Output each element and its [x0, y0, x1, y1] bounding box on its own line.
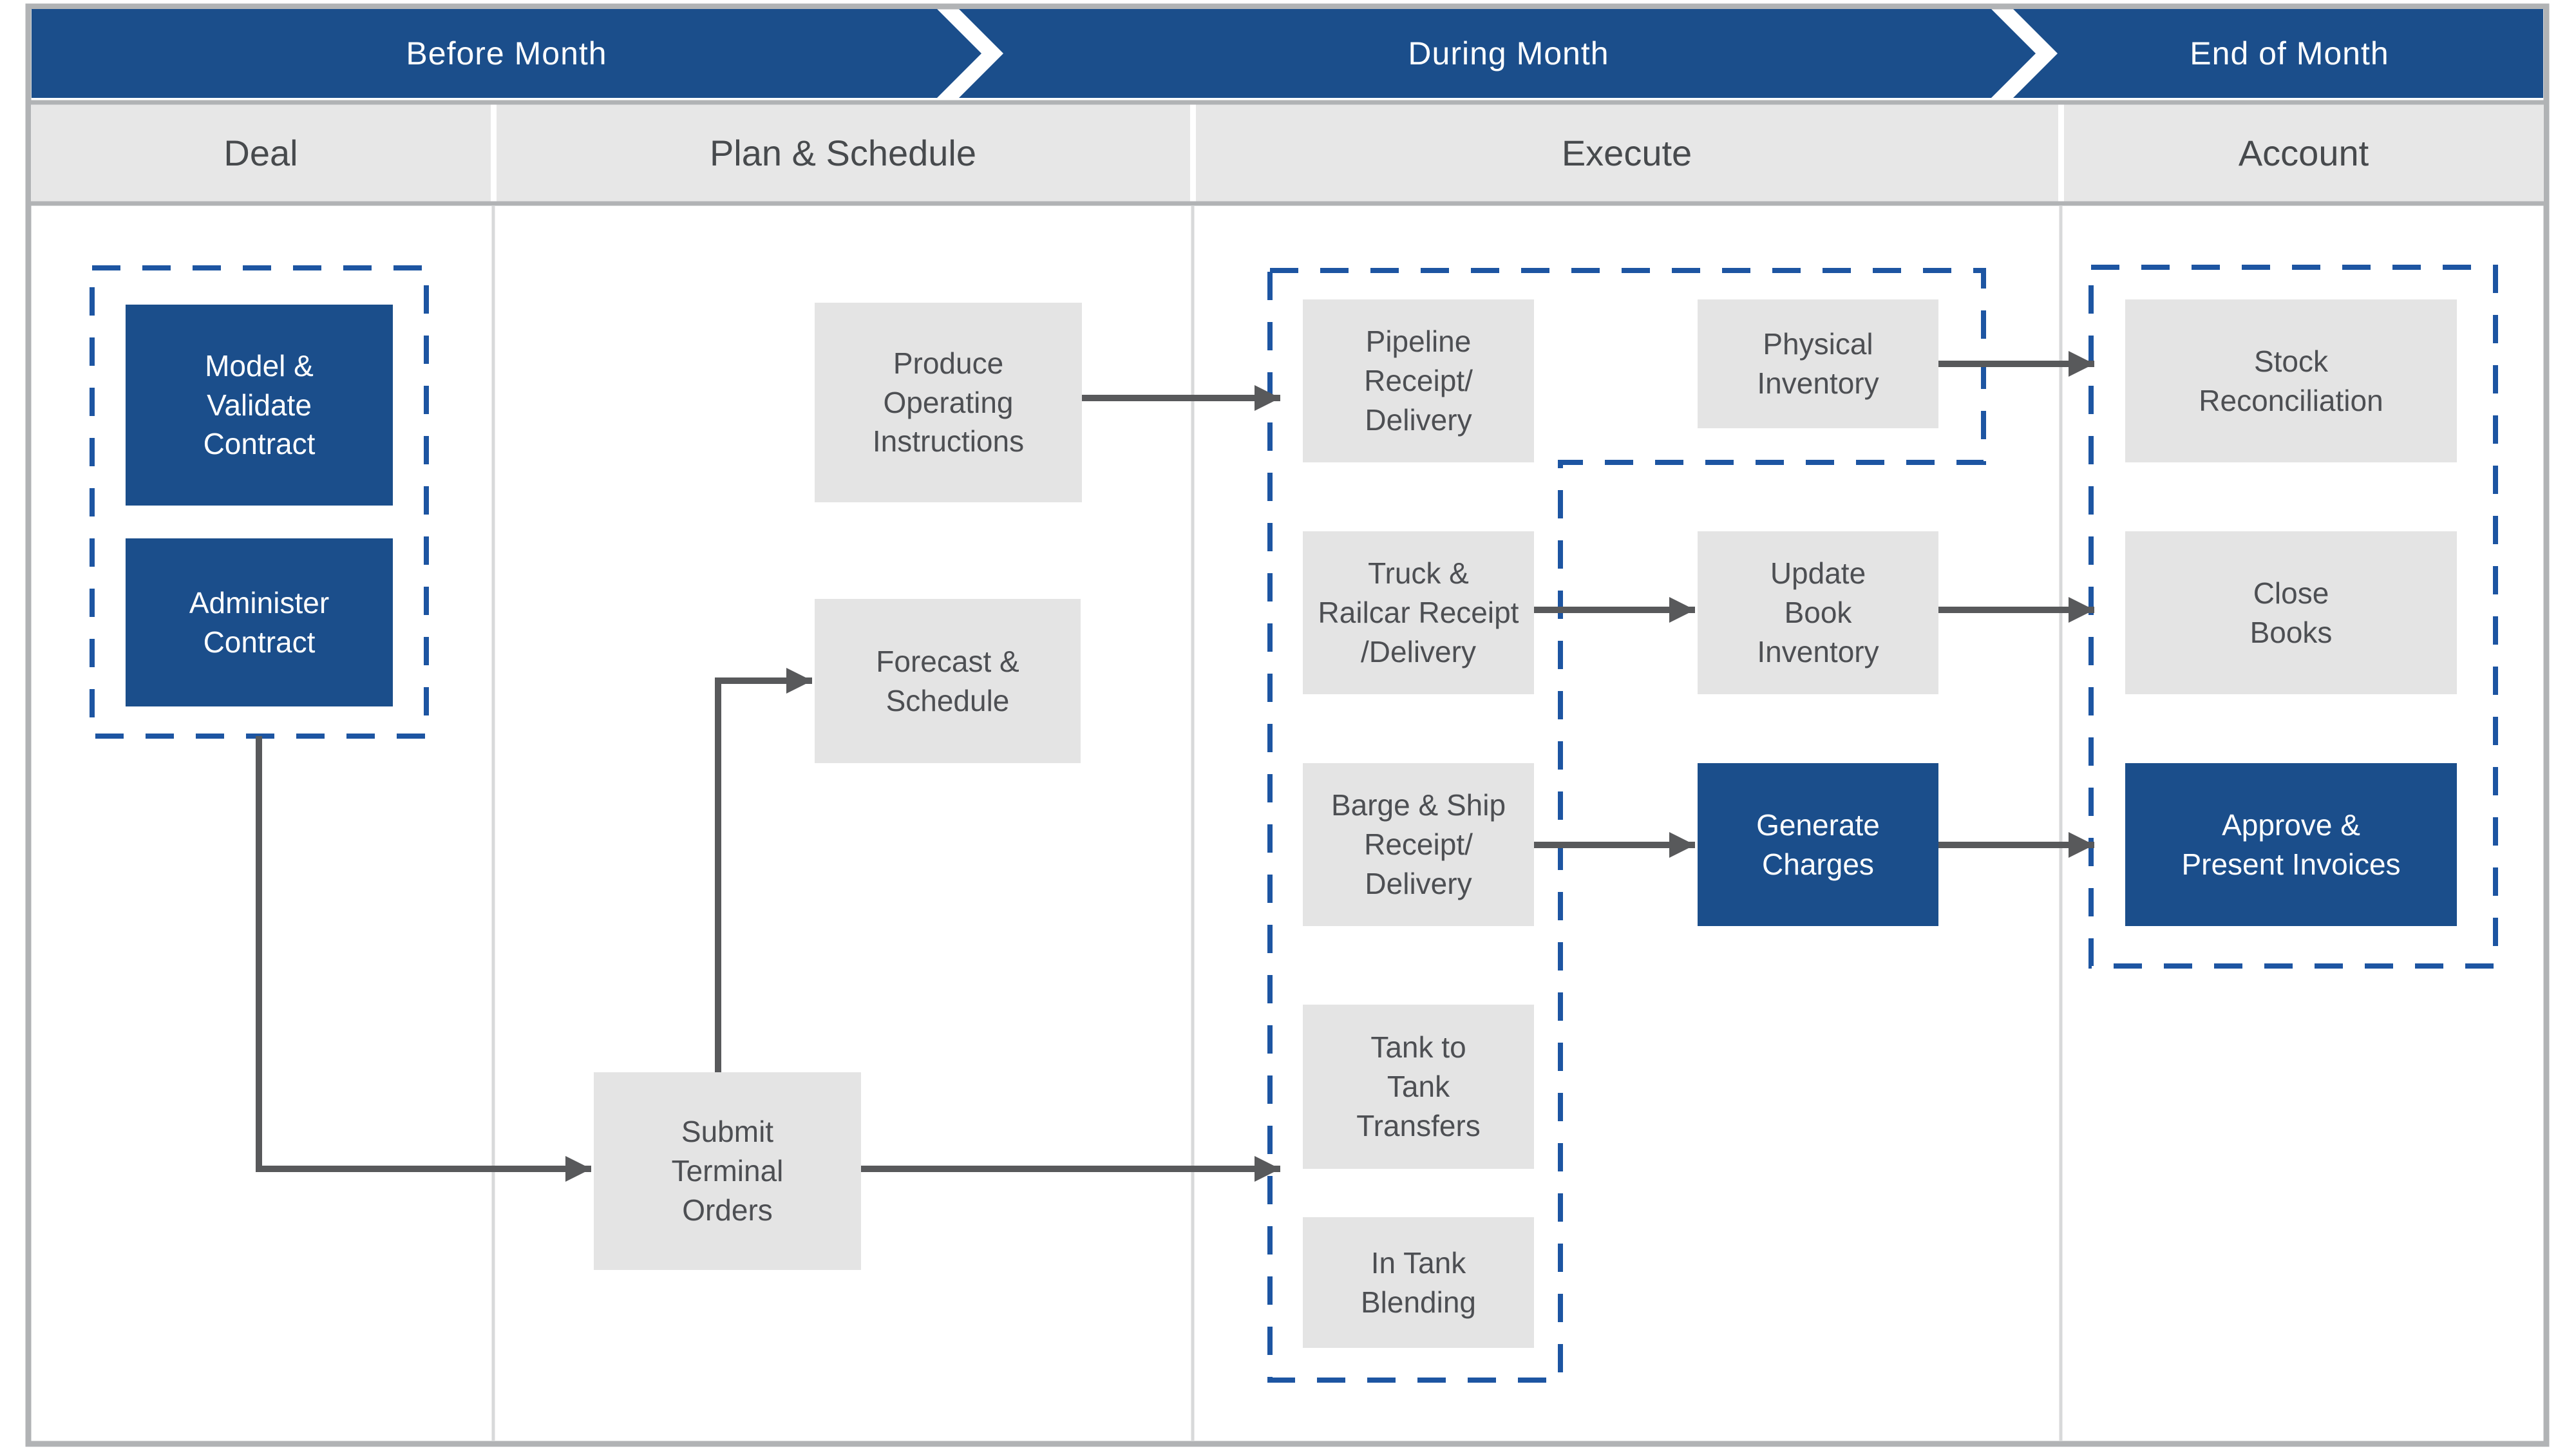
phase-label-during-month: During Month	[981, 9, 2036, 98]
node-label: Update Book Inventory	[1757, 556, 1879, 668]
node-in-tank-blending: In Tank Blending	[1303, 1217, 1534, 1348]
node-label: In Tank Blending	[1360, 1245, 1477, 1319]
phase-chevron-end-of-month	[2013, 9, 2543, 98]
node-label: Model & Validate Contract	[203, 348, 316, 461]
node-label: Close Books	[2249, 576, 2333, 649]
node-label: Produce Operating Instructions	[872, 346, 1025, 459]
column-header-text: Deal	[223, 133, 298, 173]
node-label: Physical Inventory	[1757, 327, 1879, 400]
header-gap	[1190, 104, 1196, 202]
node-forecast-schedule: Forecast & Schedule	[815, 599, 1081, 763]
node-label: Pipeline Receipt/ Delivery	[1364, 325, 1473, 437]
phase-label-end-of-month: End of Month	[2036, 9, 2543, 98]
column-header-plan-schedule: Plan & Schedule	[493, 104, 1193, 202]
execute-dashed-group	[1267, 268, 1986, 1383]
node-submit-terminal-orders: Submit Terminal Orders	[594, 1072, 861, 1270]
node-label: Forecast & Schedule	[876, 644, 1019, 717]
phase-text: End of Month	[2190, 35, 2389, 71]
node-label: Generate Charges	[1756, 808, 1880, 881]
node-label: Submit Terminal Orders	[671, 1115, 784, 1227]
node-truck-railcar-receipt-delivery: Truck & Railcar Receipt /Delivery	[1303, 531, 1534, 694]
node-administer-contract: Administer Contract	[126, 538, 393, 706]
node-barge-ship-receipt-delivery: Barge & Ship Receipt/ Delivery	[1303, 763, 1534, 926]
header-gap	[2058, 104, 2064, 202]
account-dashed-group	[2088, 265, 2498, 969]
node-physical-inventory: Physical Inventory	[1698, 299, 1938, 428]
column-header-text: Execute	[1561, 133, 1692, 173]
column-header-text: Plan & Schedule	[709, 133, 977, 173]
node-label: Truck & Railcar Receipt /Delivery	[1318, 556, 1519, 668]
node-label: Barge & Ship Receipt/ Delivery	[1331, 788, 1506, 900]
header-gap	[491, 104, 497, 202]
node-stock-reconciliation: Stock Reconciliation	[2125, 299, 2457, 462]
node-label: Administer Contract	[189, 585, 330, 659]
column-header-execute: Execute	[1193, 104, 2061, 202]
phase-text: Before Month	[406, 35, 607, 71]
column-header-deal: Deal	[28, 104, 493, 202]
node-model-validate-contract: Model & Validate Contract	[126, 305, 393, 506]
diagram-outer-border	[25, 3, 2550, 1447]
node-generate-charges: Generate Charges	[1698, 763, 1938, 926]
column-header-account: Account	[2061, 104, 2546, 202]
phase-text: During Month	[1408, 35, 1609, 71]
node-pipeline-receipt-delivery: Pipeline Receipt/ Delivery	[1303, 299, 1534, 462]
phase-label-before-month: Before Month	[32, 9, 981, 98]
node-close-books: Close Books	[2125, 531, 2457, 694]
node-tank-to-tank-transfers: Tank to Tank Transfers	[1303, 1005, 1534, 1169]
column-header-text: Account	[2238, 133, 2369, 173]
arrow-administer-to-submit	[256, 736, 591, 1182]
node-label: Tank to Tank Transfers	[1356, 1030, 1481, 1142]
node-produce-operating-instructions: Produce Operating Instructions	[815, 303, 1082, 502]
node-approve-present-invoices: Approve & Present Invoices	[2125, 763, 2457, 926]
phase-chevron-before-month	[32, 9, 981, 98]
node-update-book-inventory: Update Book Inventory	[1698, 531, 1938, 694]
node-label: Stock Reconciliation	[2199, 344, 2383, 417]
node-label: Approve & Present Invoices	[2181, 808, 2401, 881]
phase-chevron-during-month	[959, 9, 2036, 98]
column-header-band	[31, 104, 2544, 202]
arrow-submit-to-forecast	[715, 668, 812, 1072]
